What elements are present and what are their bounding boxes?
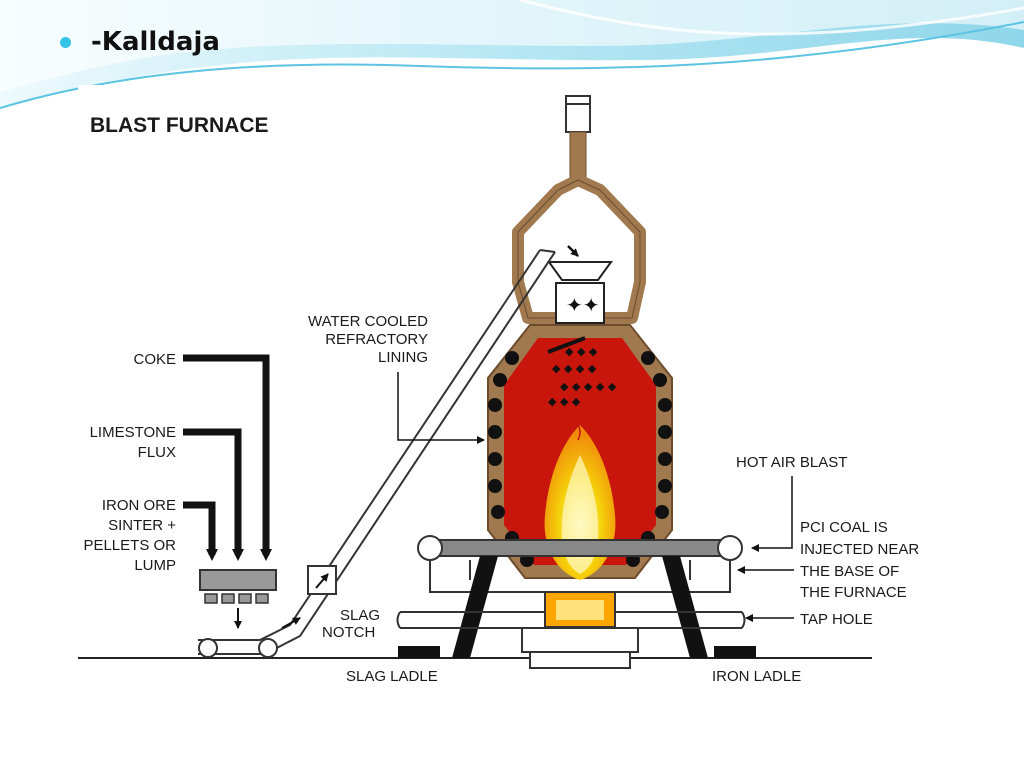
label-iron-ladle: IRON LADLE <box>712 668 801 685</box>
label-iron-ore-1: IRON ORE <box>102 497 176 514</box>
svg-text:✦✦: ✦✦ <box>566 293 600 317</box>
label-water-cooled-1: WATER COOLED <box>308 313 428 330</box>
svg-text:◆ ◆ ◆: ◆ ◆ ◆ <box>565 345 598 358</box>
label-pci-3: THE BASE OF <box>800 563 899 580</box>
iron-ladle-icon <box>714 646 756 658</box>
svg-text:◆ ◆ ◆ ◆: ◆ ◆ ◆ ◆ <box>552 362 597 375</box>
bustle-pipe <box>417 535 743 658</box>
label-iron-ore-3: PELLETS OR <box>83 537 176 554</box>
slide-title-text: -Kalldaja <box>91 27 220 57</box>
water-cooled-pointer <box>397 372 485 444</box>
label-pci-2: INJECTED NEAR <box>800 541 919 558</box>
feed-lines <box>183 354 272 561</box>
bullet-icon <box>60 36 71 48</box>
slide-title: -Kalldaja <box>60 22 220 62</box>
label-slag-notch-1: SLAG <box>340 607 380 624</box>
label-iron-ore-4: LUMP <box>134 557 176 574</box>
label-slag-ladle: SLAG LADLE <box>346 668 438 685</box>
label-limestone-2: FLUX <box>138 444 176 461</box>
label-pci-4: THE FURNACE <box>800 584 907 601</box>
label-water-cooled-3: LINING <box>378 349 428 366</box>
label-limestone-1: LIMESTONE <box>90 424 176 441</box>
slag-ladle-icon <box>398 646 440 658</box>
label-tap-hole: TAP HOLE <box>800 611 873 628</box>
diagram-title: BLAST FURNACE <box>90 114 269 137</box>
label-hot-air-blast: HOT AIR BLAST <box>736 454 847 471</box>
label-slag-notch-2: NOTCH <box>322 624 375 641</box>
charging-top: ✦✦ <box>512 95 646 324</box>
label-coke: COKE <box>133 351 176 368</box>
label-pci-1: PCI COAL IS <box>800 519 888 536</box>
hot-air-pointer <box>751 476 793 552</box>
label-water-cooled-2: REFRACTORY <box>325 331 428 348</box>
svg-text:◆ ◆ ◆ ◆ ◆: ◆ ◆ ◆ ◆ ◆ <box>560 380 617 393</box>
hearth <box>396 591 746 669</box>
conveyor <box>198 245 579 658</box>
raw-material-hopper <box>199 569 277 629</box>
label-iron-ore-2: SINTER + <box>108 517 176 534</box>
svg-text:◆ ◆ ◆: ◆ ◆ ◆ <box>548 395 581 408</box>
